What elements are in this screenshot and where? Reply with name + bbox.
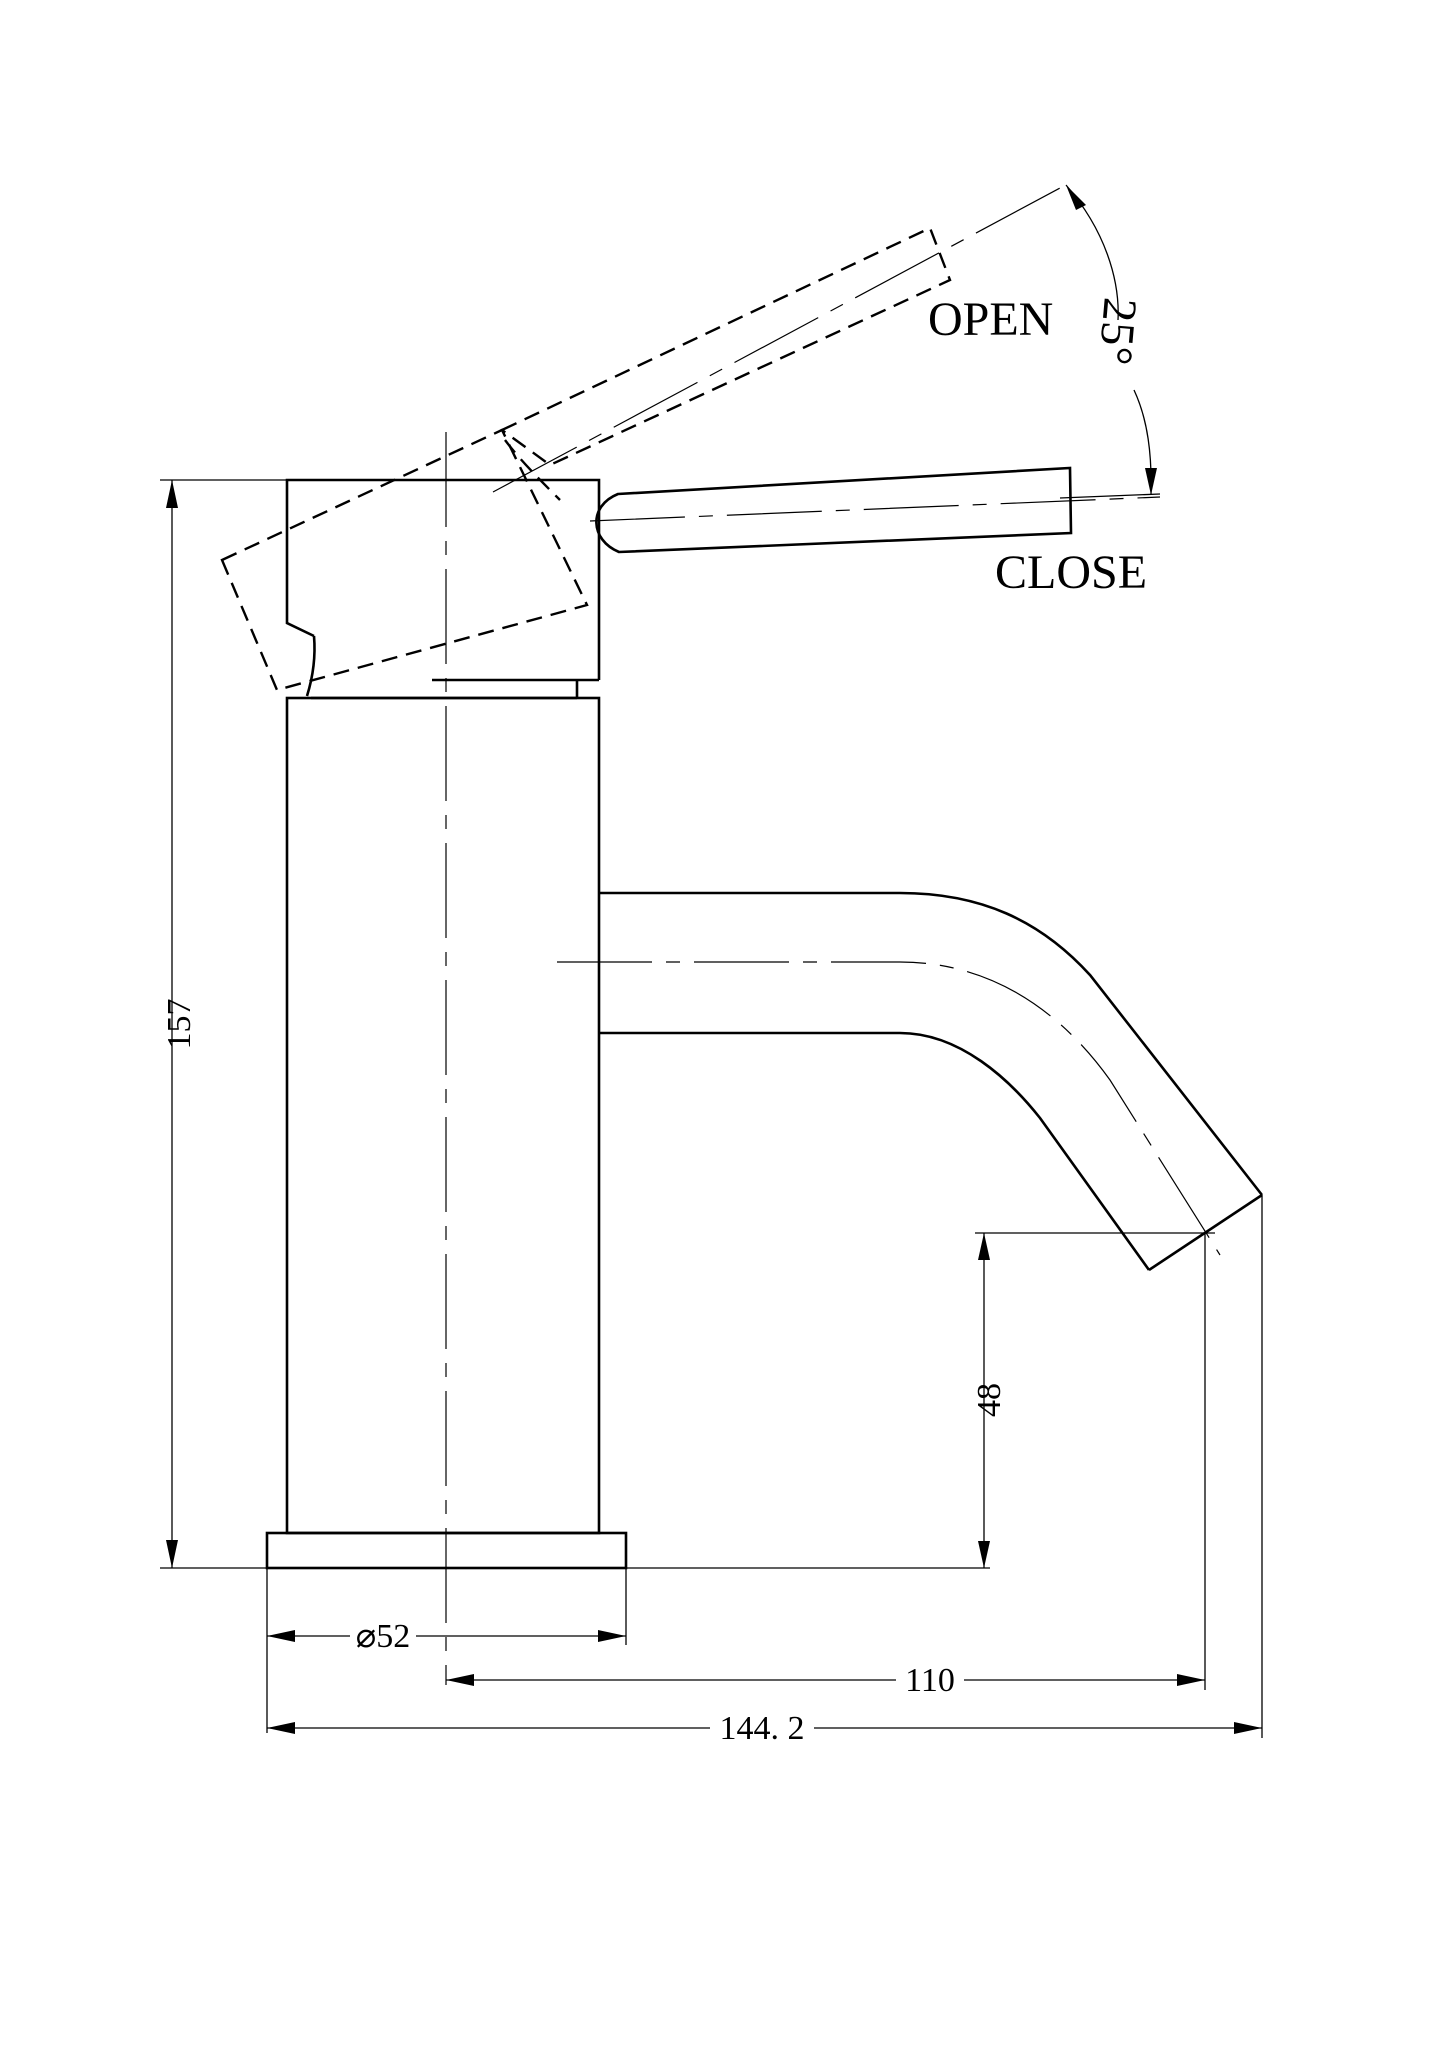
angle-label: 25° — [1088, 296, 1147, 368]
spout-bottom-edge — [599, 1031, 1151, 1271]
label-bg-52 — [350, 1614, 416, 1654]
handle-neck-left — [305, 635, 316, 697]
arrow-up — [166, 480, 178, 508]
lever-arm — [595, 466, 1073, 554]
height-label: 157 — [161, 999, 198, 1050]
arrow-right-144 — [1234, 1722, 1262, 1734]
arrow-up-48 — [978, 1233, 990, 1260]
open-label: OPEN — [928, 293, 1053, 346]
spout-height-label: 48 — [971, 1383, 1008, 1417]
arrow-angle-bottom — [1145, 468, 1157, 495]
spout — [599, 891, 1264, 1272]
dimension-spout-height: 48 — [626, 1232, 1215, 1569]
spout-axis — [557, 961, 1221, 1256]
dimension-overall-length: 144. 2 — [267, 1195, 1263, 1747]
reach-label: 110 — [905, 1662, 955, 1699]
overall-length-label: 144. 2 — [720, 1710, 805, 1747]
arrow-left-52 — [267, 1630, 295, 1642]
label-bg-110 — [896, 1660, 964, 1698]
handle-head — [285, 478, 601, 680]
arrow-left-110 — [446, 1674, 474, 1686]
arrow-down-48 — [978, 1541, 990, 1568]
center-lines — [445, 187, 1221, 1685]
spout-top-edge — [599, 891, 1264, 1196]
open-lever-arm — [499, 226, 952, 467]
open-handle-head — [220, 428, 589, 692]
arrow-right-110 — [1177, 1674, 1205, 1686]
body-cylinder — [285, 696, 601, 1535]
dimension-base-diameter: ⌀52 — [266, 1568, 627, 1733]
dimension-height: 157 — [160, 479, 287, 1569]
handle-open-dashed — [220, 226, 952, 692]
base-diameter-label: ⌀52 — [356, 1618, 410, 1655]
arrow-down — [166, 1540, 178, 1568]
dimension-angle: 25° — [1059, 184, 1161, 499]
arrow-right-52 — [598, 1630, 626, 1642]
close-label: CLOSE — [995, 546, 1147, 599]
lever-axis — [589, 496, 1161, 522]
open-pivot-arc — [504, 439, 561, 501]
arrow-angle-top — [1066, 185, 1086, 210]
arrow-left-144 — [267, 1722, 295, 1734]
label-bg-144 — [710, 1708, 814, 1746]
dimension-reach: 110 — [446, 1233, 1206, 1699]
open-lever-axis — [492, 187, 1061, 493]
handle-closed — [285, 466, 1073, 700]
angle-ref-line — [1059, 493, 1161, 499]
